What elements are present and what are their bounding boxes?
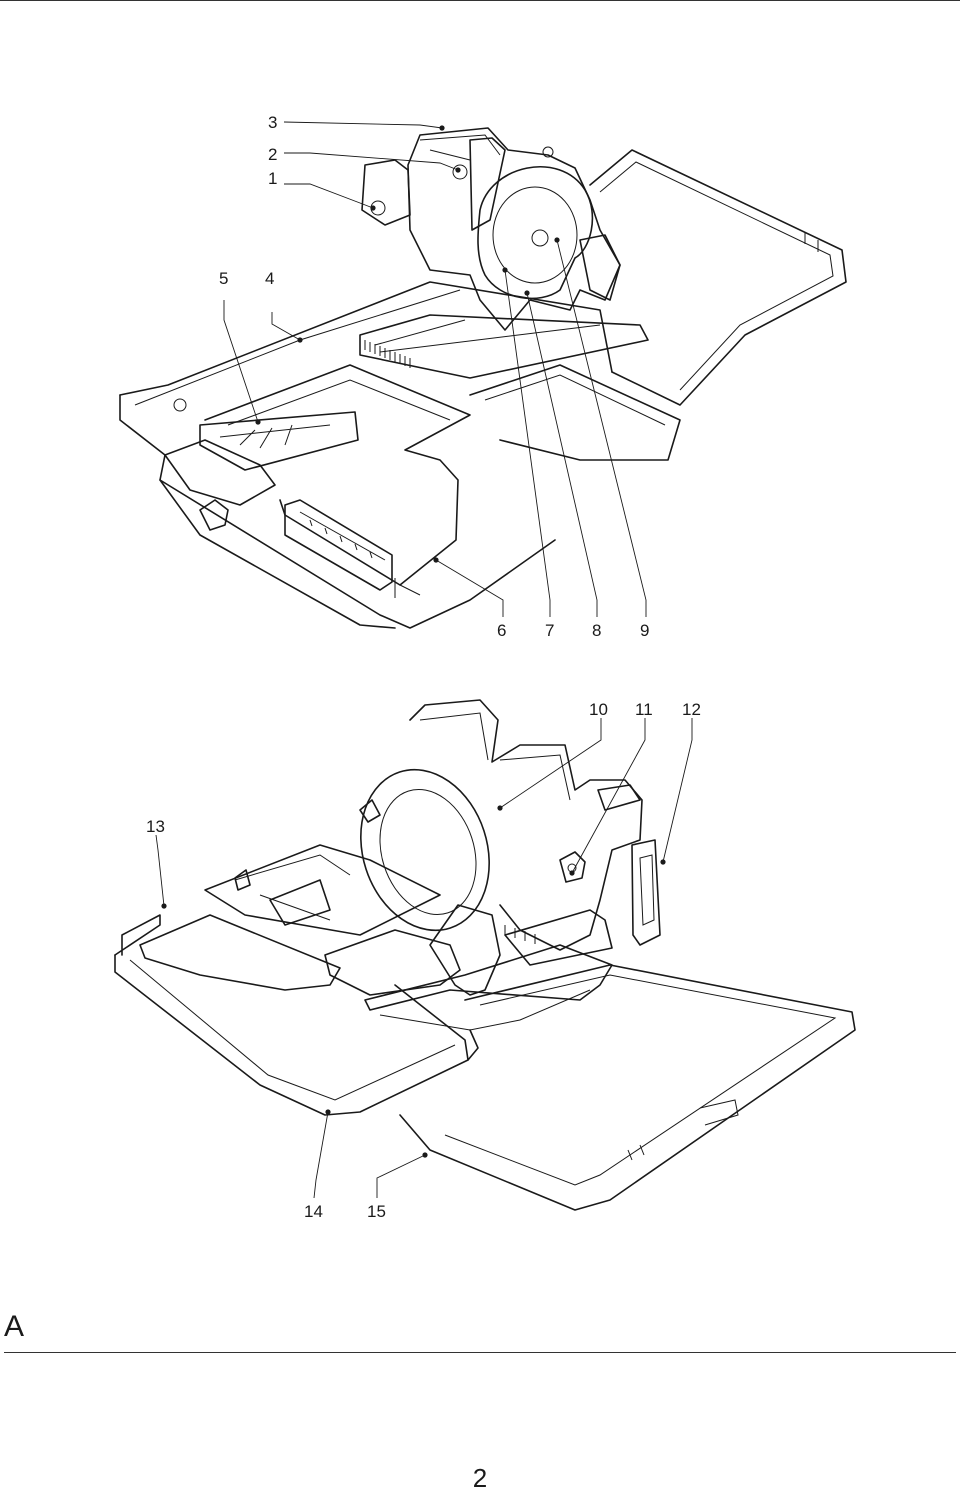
page-number: 2 — [472, 1463, 488, 1493]
callout-12: 12 — [682, 700, 701, 719]
callout-2: 2 — [268, 145, 277, 164]
callout-11: 11 — [635, 700, 653, 719]
callout-6: 6 — [497, 621, 506, 640]
callout-5: 5 — [219, 269, 228, 288]
bottom-rule — [4, 1352, 956, 1353]
callout-1: 1 — [268, 169, 277, 188]
callout-13: 13 — [146, 817, 165, 836]
callout-10: 10 — [589, 700, 608, 719]
tile-saw-diagram: 1 2 3 4 5 6 7 8 9 — [114, 113, 856, 1221]
callout-7: 7 — [545, 621, 554, 640]
callout-3: 3 — [268, 113, 277, 132]
tile-saw-top-view: 1 2 3 4 5 6 7 8 9 — [119, 113, 847, 640]
callout-15: 15 — [367, 1202, 386, 1221]
section-letter: A — [4, 1310, 25, 1343]
top-rule — [0, 0, 960, 1]
callout-9: 9 — [640, 621, 649, 640]
tile-saw-rear-view: 10 11 12 13 14 15 — [114, 699, 856, 1221]
callout-8: 8 — [592, 621, 601, 640]
callout-4: 4 — [265, 269, 274, 288]
callout-14: 14 — [304, 1202, 323, 1221]
